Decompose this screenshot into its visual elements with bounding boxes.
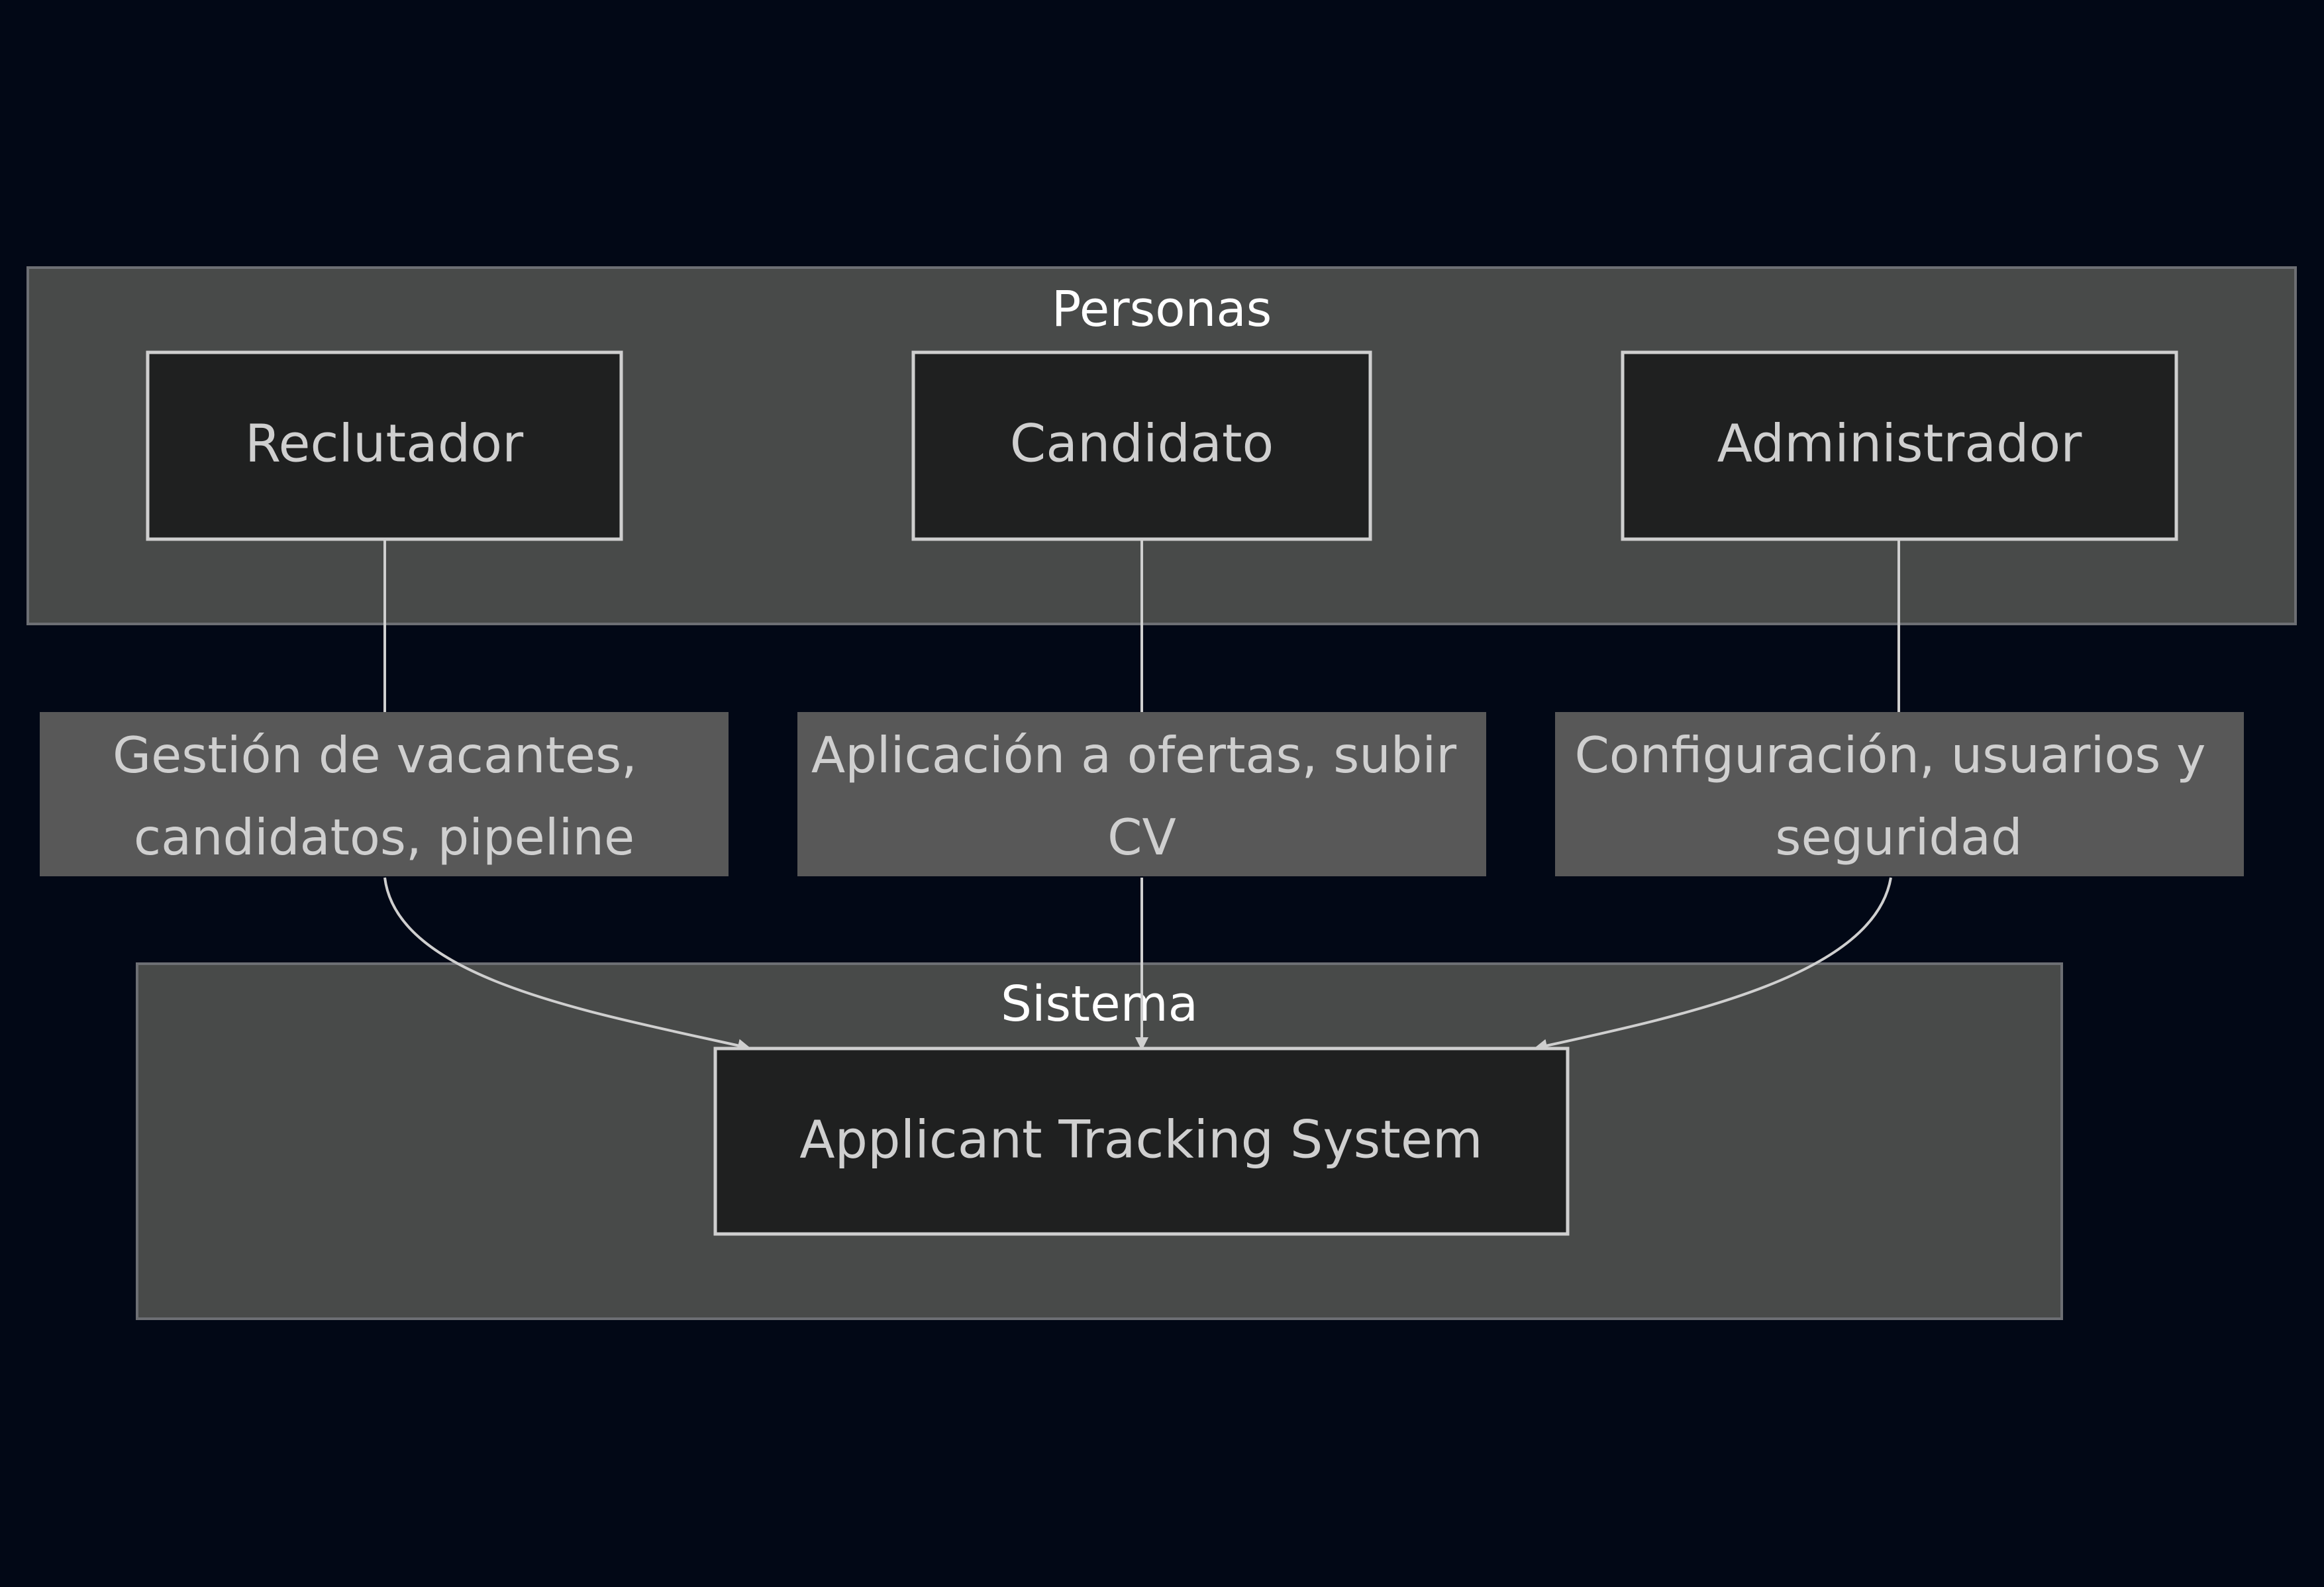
edge-label-candidato-box [797, 712, 1486, 876]
node-administrador-label: Administrador [1717, 414, 2083, 474]
node-ats-label: Applicant Tracking System [799, 1110, 1483, 1170]
edge-label-reclutador-line1: Gestión de vacantes, [113, 726, 637, 784]
node-candidato-label: Candidato [1010, 414, 1274, 474]
edge-label-reclutador-box [40, 712, 729, 876]
edges [383, 539, 1900, 1048]
edge-label-candidato-line2: CV [1107, 808, 1176, 866]
node-candidato-box[interactable] [911, 350, 1372, 541]
edge-label-candidato-line1: Aplicación a ofertas, subir [811, 726, 1456, 784]
edge-label-reclutador: Gestión de vacantes, candidatos, pipelin… [40, 712, 729, 876]
node-reclutador-box[interactable] [146, 350, 623, 541]
edge-label-administrador: Configuración, usuarios y seguridad [1555, 712, 2244, 876]
node-candidato[interactable]: Candidato [911, 350, 1372, 541]
personas-cluster-title: Personas [1052, 281, 1272, 338]
node-reclutador[interactable]: Reclutador [146, 350, 623, 541]
node-ats-box[interactable] [713, 1047, 1570, 1236]
edge-label-reclutador-line2: candidatos, pipeline [134, 808, 634, 866]
node-reclutador-label: Reclutador [245, 414, 524, 474]
edge-label-administrador-line1: Configuración, usuarios y [1574, 726, 2205, 784]
node-administrador-box[interactable] [1621, 350, 2178, 541]
edge-label-candidato: Aplicación a ofertas, subir CV [797, 712, 1486, 876]
node-administrador[interactable]: Administrador [1621, 350, 2178, 541]
edge-administrador-to-ats[interactable] [1537, 539, 1900, 1048]
edge-label-administrador-box [1555, 712, 2244, 876]
edge-reclutador-to-ats[interactable] [383, 539, 748, 1048]
node-ats[interactable]: Applicant Tracking System [713, 1047, 1570, 1236]
sistema-cluster-title: Sistema [1001, 976, 1198, 1033]
edge-label-administrador-line2: seguridad [1775, 808, 2022, 866]
